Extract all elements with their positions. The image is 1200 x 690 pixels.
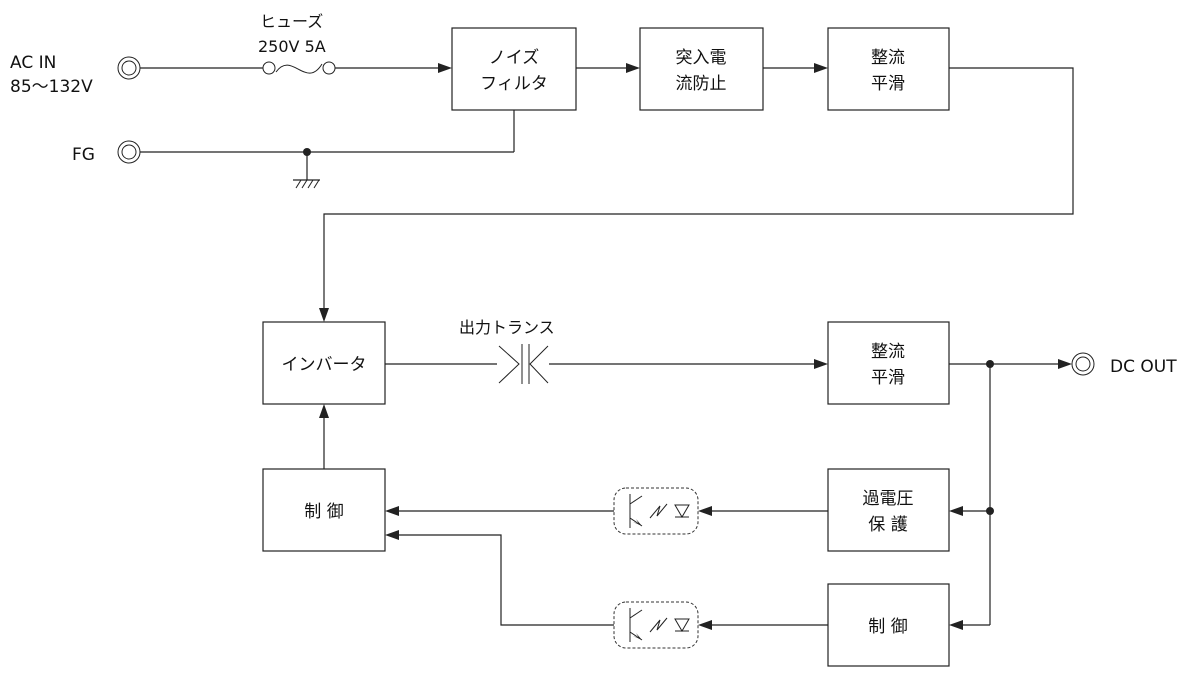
ac-in-terminal[interactable] <box>117 56 141 80</box>
fg-terminal[interactable] <box>117 140 141 164</box>
wire-coupler2-to-control <box>398 534 614 626</box>
rectifier-primary-line2: 平滑 <box>871 74 905 94</box>
inverter-block[interactable]: インバータ <box>262 321 386 405</box>
photocoupler-icon <box>613 601 699 649</box>
dc-out-terminal[interactable] <box>1071 352 1095 376</box>
arrow-into-coupler2 <box>698 620 712 630</box>
fuse-symbol <box>262 61 336 75</box>
arrow-into-inrush-limiter <box>626 63 640 73</box>
inrush-limiter-block[interactable]: 突入電 流防止 <box>639 27 764 111</box>
noise-filter-block[interactable]: ノイズ フィルタ <box>451 27 577 111</box>
ground-icon <box>293 152 320 189</box>
ovp-line2: 保 護 <box>868 515 907 535</box>
wire-rectifier-to-inverter <box>323 67 1074 308</box>
arrow-into-rectifier-secondary <box>814 359 828 369</box>
control-primary-block[interactable]: 制 御 <box>262 468 386 552</box>
dc-out-label: DC OUT <box>1110 357 1177 377</box>
control-secondary-block[interactable]: 制 御 <box>827 583 950 667</box>
noise-filter-line1: ノイズ <box>489 48 540 68</box>
arrow-into-control-primary-2 <box>385 530 399 540</box>
ovp-line1: 過電圧 <box>863 489 914 509</box>
noise-filter-line2: フィルタ <box>480 74 548 94</box>
transformer-label: 出力トランス <box>459 318 555 337</box>
inverter-label: インバータ <box>282 355 367 375</box>
arrow-into-control-primary-1 <box>385 506 399 516</box>
inrush-limiter-line2: 流防止 <box>676 74 727 94</box>
fg-label: FG <box>72 145 95 165</box>
ovp-block[interactable]: 過電圧 保 護 <box>827 468 950 552</box>
fuse-rating: 250V 5A <box>258 37 326 56</box>
transformer-symbol <box>498 344 549 384</box>
ac-in-label: AC IN <box>10 53 56 73</box>
arrow-into-dc-out <box>1058 359 1072 369</box>
rectifier-secondary-line1: 整流 <box>871 342 905 362</box>
ac-in-voltage: 85〜132V <box>10 77 93 97</box>
rectifier-primary-block[interactable]: 整流 平滑 <box>827 27 950 111</box>
rectifier-secondary-block[interactable]: 整流 平滑 <box>827 321 950 405</box>
arrow-into-coupler1 <box>698 506 712 516</box>
arrow-into-control-secondary <box>949 620 963 630</box>
arrow-into-inverter-top <box>319 308 329 322</box>
control-primary-label: 制 御 <box>304 502 343 522</box>
arrow-into-ovp <box>949 506 963 516</box>
control-secondary-label: 制 御 <box>868 617 907 637</box>
rectifier-secondary-line2: 平滑 <box>871 368 905 388</box>
inrush-limiter-line1: 突入電 <box>676 48 727 68</box>
fuse-title: ヒューズ <box>260 12 323 31</box>
photocoupler-icon <box>613 487 699 535</box>
rectifier-primary-line1: 整流 <box>871 48 905 68</box>
arrow-into-noise-filter <box>438 63 452 73</box>
arrow-into-inverter-bottom <box>319 404 329 418</box>
arrow-into-rectifier-primary <box>814 63 828 73</box>
